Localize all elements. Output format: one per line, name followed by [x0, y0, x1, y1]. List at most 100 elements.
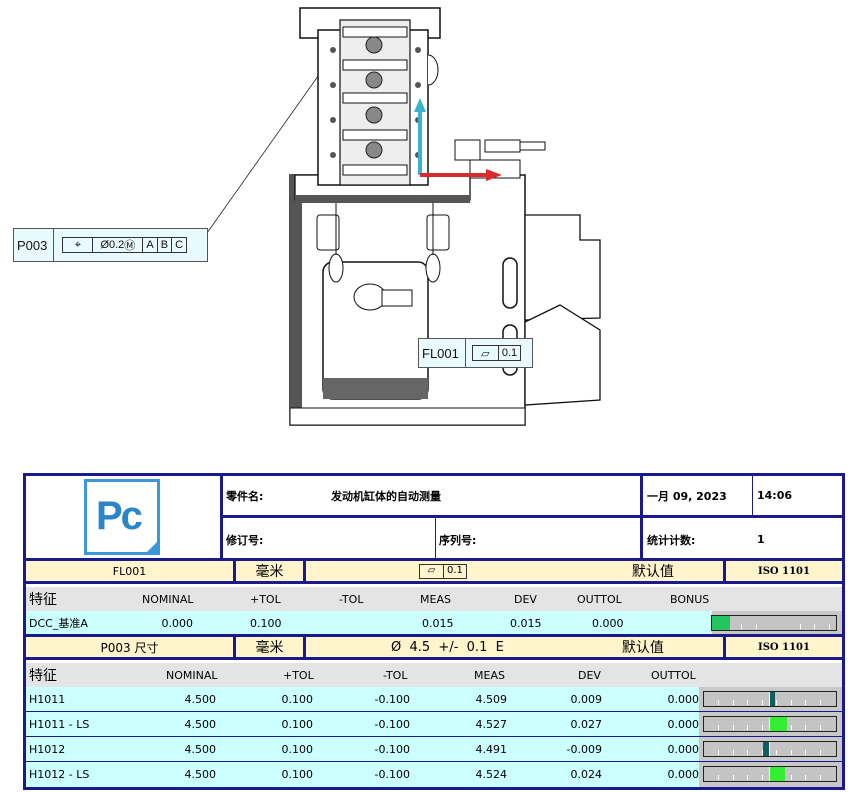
part-name-value: 发动机缸体的自动测量	[331, 489, 441, 503]
gauge-tick	[819, 700, 821, 705]
flatness-icon: ▱	[420, 564, 444, 578]
standard-label: ISO 1101	[758, 641, 810, 653]
feature-name: H1011	[29, 692, 66, 706]
col-feature: 特征	[29, 592, 57, 608]
plus-tol-value: 0.100	[281, 768, 314, 781]
meas-value: 4.491	[475, 742, 508, 756]
gauge-fill	[769, 692, 775, 706]
dev-value: 0.015	[510, 616, 542, 630]
table-row[interactable]: DCC_基准A 0.000 0.100 0.015 0.015 0.000	[26, 611, 842, 635]
col-plus-tol: +TOL	[250, 592, 281, 606]
gauge-tick	[805, 725, 807, 730]
gauge-tick	[790, 750, 792, 755]
part-name-label: 零件名:	[226, 489, 264, 503]
meas-value: 4.509	[475, 692, 508, 706]
stat-count-value: 1	[757, 533, 765, 546]
nominal-value: 4.500	[184, 692, 217, 706]
gauge-tick	[755, 624, 757, 629]
standard-label: ISO 1101	[758, 565, 810, 577]
gauge-tick	[732, 775, 734, 780]
gauge-tick	[761, 725, 763, 730]
gauge-fill	[769, 767, 785, 781]
annotation-label: P003	[14, 229, 55, 261]
plus-tol-value: 0.100	[281, 742, 314, 756]
gauge-tick	[732, 750, 734, 755]
default-label: 默认值	[621, 640, 664, 656]
gauge-tick	[718, 700, 720, 705]
time-cell: 14:06	[753, 476, 842, 518]
col-nominal: NOMINAL	[166, 668, 218, 682]
minus-tol-value: -0.100	[374, 692, 410, 706]
dev-value: -0.009	[566, 742, 602, 756]
meas-value: 4.524	[475, 768, 508, 781]
col-nominal: NOMINAL	[142, 592, 194, 606]
outtol-value: 0.000	[667, 768, 700, 781]
gauge-tick	[761, 775, 763, 780]
nominal-value: 4.500	[184, 742, 217, 756]
feature-name: P003 尺寸	[26, 637, 236, 657]
gauge-tick	[805, 700, 807, 705]
meas-value: 4.527	[475, 717, 508, 731]
gauge-center-line	[769, 717, 770, 731]
meas-value: 0.015	[422, 616, 454, 630]
minus-tol-value: -0.100	[374, 742, 410, 756]
revision-cell: 修订号:	[223, 518, 436, 561]
deviation-gauge	[703, 741, 837, 757]
gauge-center-line	[769, 767, 770, 781]
nominal-value: 0.000	[161, 616, 194, 630]
col-dev: DEV	[578, 668, 601, 682]
gauge-tick	[776, 750, 778, 755]
datum-c: C	[175, 239, 184, 251]
gauge-tick	[747, 775, 749, 780]
unit-label: 毫米	[236, 561, 306, 581]
gauge-tick	[805, 750, 807, 755]
gauge-tick	[776, 700, 778, 705]
unit-label: 毫米	[236, 637, 306, 657]
plus-tol-value: 0.100	[281, 692, 314, 706]
logo-cell: Pc	[26, 476, 223, 561]
gauge-center-line	[769, 692, 770, 706]
col-minus-tol: -TOL	[383, 668, 408, 682]
column-header-p003: 特征 NOMINAL +TOL -TOL MEAS DEV OUTTOL	[26, 663, 842, 687]
gauge-tick	[747, 750, 749, 755]
serial-label: 序列号:	[439, 533, 477, 547]
report-date: 一月 09, 2023	[647, 489, 727, 503]
annotation-fl001[interactable]: FL001 ▱ 0.1	[418, 338, 533, 368]
position-icon: ⌖	[63, 238, 94, 252]
stat-count-cell: 统计计数: 1	[643, 518, 842, 561]
gauge-tick	[747, 725, 749, 730]
gauge-tick	[747, 700, 749, 705]
nominal-value: 4.500	[184, 717, 217, 731]
gauge-tick	[718, 775, 720, 780]
feature-name: FL001	[26, 561, 236, 581]
col-dev: DEV	[514, 592, 537, 606]
gauge-tick	[718, 725, 720, 730]
gauge-center-line	[769, 742, 770, 756]
gauge-tick	[790, 725, 792, 730]
gauge-tick	[732, 700, 734, 705]
column-header-fl001: 特征 NOMINAL +TOL -TOL MEAS DEV OUTTOL BON…	[26, 587, 842, 611]
col-outtol: OUTTOL	[577, 592, 622, 606]
gauge-tick	[761, 750, 763, 755]
dev-value: 0.009	[570, 692, 603, 706]
datum-b: B	[158, 238, 173, 252]
outtol-value: 0.000	[667, 742, 700, 756]
tolerance-display: ▱ 0.1 默认值	[306, 561, 726, 581]
dev-value: 0.024	[570, 768, 603, 781]
date-cell: 一月 09, 2023	[643, 476, 753, 518]
feature-control-frame: ▱ 0.1	[471, 345, 522, 361]
deviation-gauge	[703, 691, 837, 707]
col-bonus: BONUS	[670, 592, 710, 606]
section-header-fl001: FL001 毫米 ▱ 0.1 默认值 ISO 1101	[26, 558, 842, 584]
engine-block-model	[206, 7, 601, 426]
col-feature: 特征	[29, 668, 57, 684]
nominal-value: 4.500	[184, 768, 217, 781]
